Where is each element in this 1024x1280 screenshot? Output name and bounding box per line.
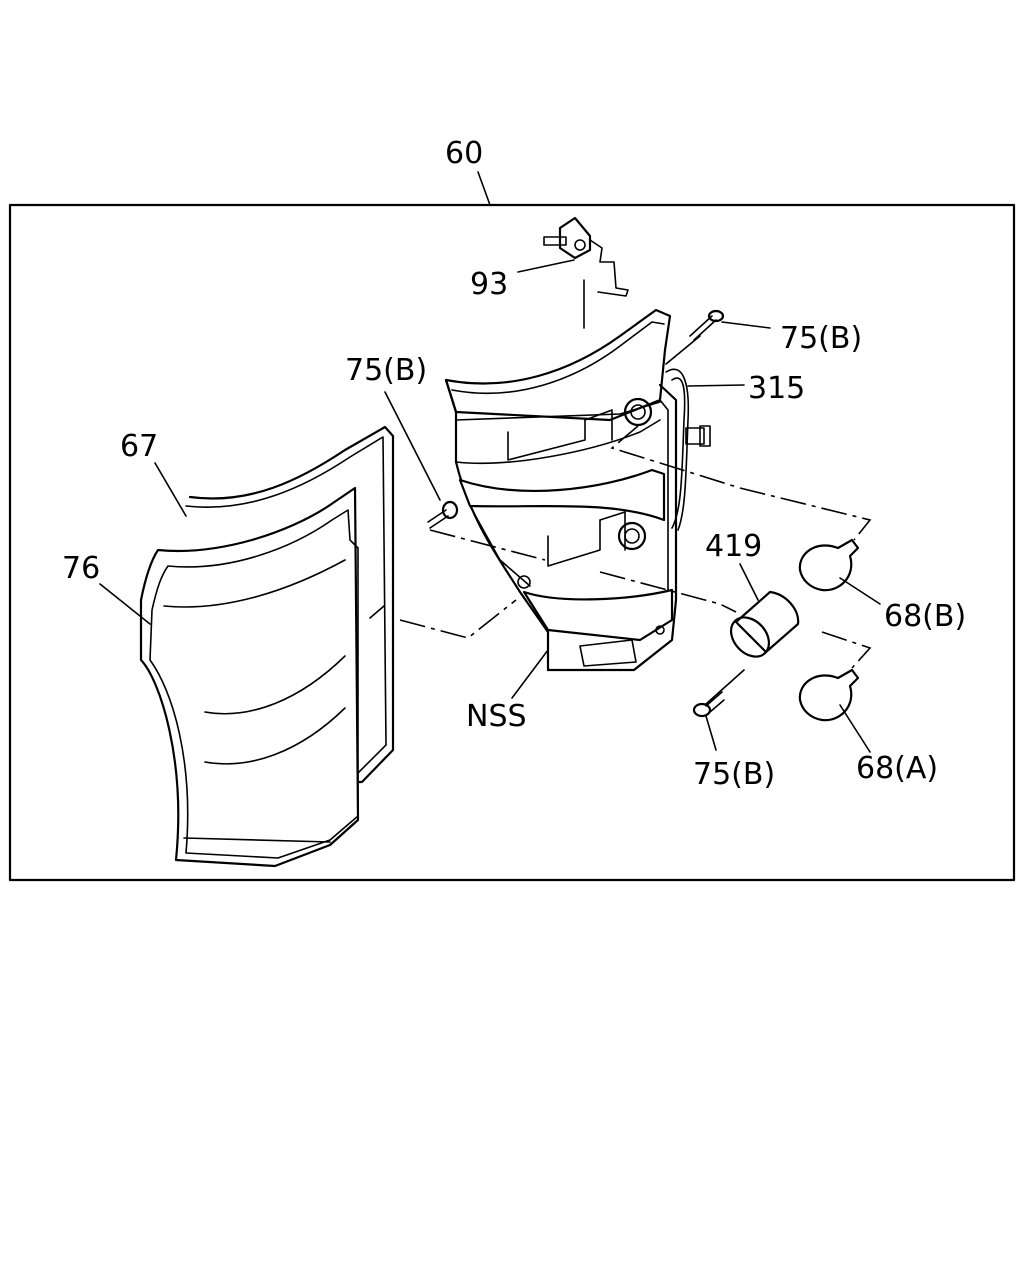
- bulb-a-part: [798, 668, 860, 722]
- screw-top-right: [689, 309, 725, 341]
- bulb-b-part: [798, 538, 860, 592]
- label-nss: NSS: [466, 699, 527, 734]
- lower-socket-hole: [617, 521, 647, 551]
- screw-bottom: [692, 691, 725, 718]
- socket-part: [729, 590, 800, 658]
- housing-hole: [655, 625, 665, 635]
- gasket-part: [185, 425, 395, 784]
- label-76: 76: [62, 551, 100, 586]
- label-419: 419: [705, 529, 762, 564]
- assembly-leader: [477, 171, 491, 206]
- label-68b: 68(B): [884, 599, 966, 634]
- upper-socket-hole: [623, 397, 653, 427]
- screw-left: [427, 500, 459, 529]
- harness-part: [665, 368, 711, 531]
- label-75b-left: 75(B): [345, 353, 427, 388]
- label-93: 93: [470, 267, 508, 302]
- bracket-part: [543, 216, 629, 329]
- lens-part: [139, 486, 360, 868]
- label-75b-bottom: 75(B): [693, 757, 775, 792]
- diagram-frame: [8, 203, 1016, 882]
- housing-screw-hole: [517, 575, 531, 589]
- label-75b-top-right: 75(B): [780, 321, 862, 356]
- leader-lines: [99, 259, 881, 753]
- label-67: 67: [120, 429, 158, 464]
- label-315: 315: [748, 371, 805, 406]
- lamp-housing: [444, 308, 678, 672]
- label-68a: 68(A): [856, 751, 938, 786]
- assembly-guide-lines: [369, 335, 872, 705]
- label-60: 60: [445, 136, 483, 171]
